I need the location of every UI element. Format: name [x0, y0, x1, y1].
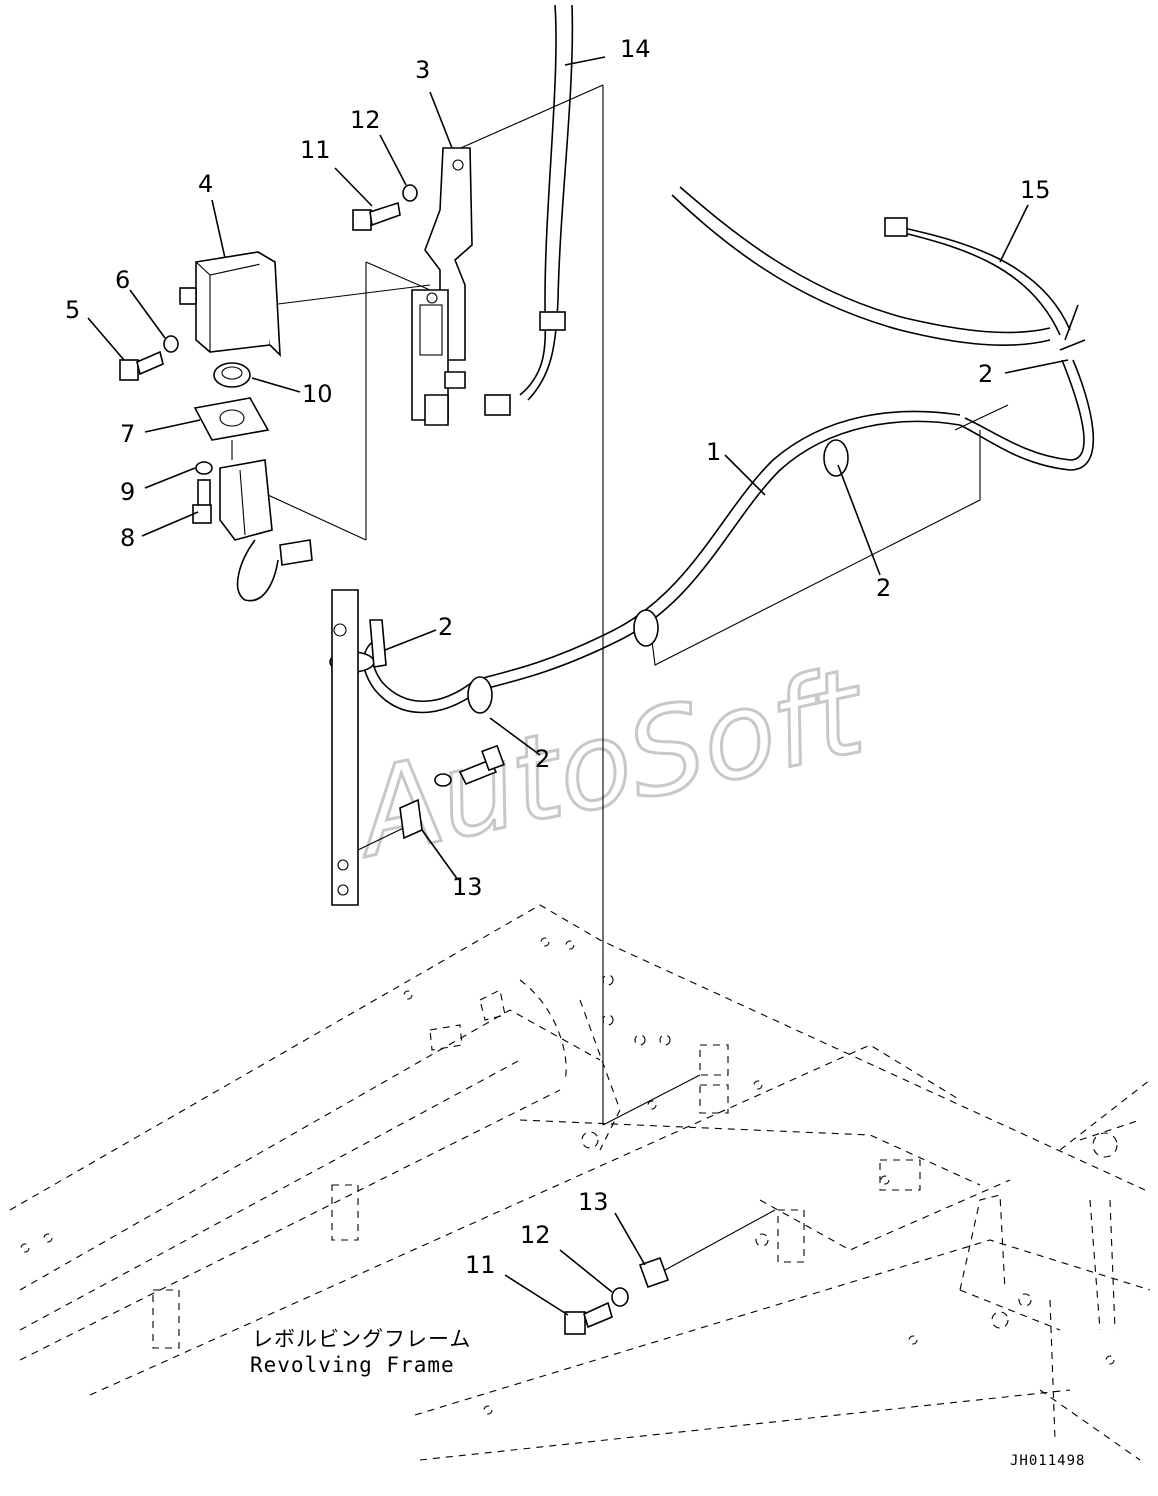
- drawing-code: JH011498: [1010, 1453, 1085, 1469]
- callout-7: 7: [120, 420, 135, 448]
- leader-lines: [87, 56, 1069, 1316]
- callout-10: 10: [302, 380, 333, 408]
- switch-assembly: [219, 440, 313, 602]
- frame-label-japanese: レボルビングフレーム: [252, 1327, 471, 1351]
- reference-lines: [267, 84, 776, 1271]
- harness-1: [329, 404, 1009, 714]
- callout-2-right: 2: [978, 360, 993, 388]
- callout-11-upper: 11: [300, 136, 331, 164]
- bracket-3: [411, 147, 473, 426]
- callout-12-lower: 12: [520, 1221, 551, 1249]
- watermark: AutoSoft: [341, 642, 878, 885]
- callout-9: 9: [120, 478, 135, 506]
- frame-label-english: Revolving Frame: [250, 1353, 455, 1377]
- revolving-frame: [9, 904, 1151, 1461]
- callout-11-lower: 11: [465, 1251, 496, 1279]
- callout-15: 15: [1020, 176, 1051, 204]
- harness-14: [484, 4, 574, 416]
- bolt-8: [192, 461, 213, 524]
- callout-labels: 14 3 12 11 4 6 5 10 7 9 8 15 2 1 2 2 2 1…: [65, 35, 1051, 1279]
- callout-2-left: 2: [438, 613, 453, 641]
- callout-3: 3: [415, 56, 430, 84]
- harness-15: [671, 186, 1095, 471]
- bolt-5: [119, 335, 179, 381]
- callout-12-upper: 12: [350, 106, 381, 134]
- grommet-10: [213, 362, 251, 388]
- callout-13-lower: 13: [578, 1188, 609, 1216]
- frame-label: レボルビングフレーム Revolving Frame: [250, 1327, 471, 1377]
- callout-2-lower: 2: [535, 745, 550, 773]
- callout-8: 8: [120, 524, 135, 552]
- bolt-11-lower: [564, 1256, 670, 1335]
- callout-14: 14: [620, 35, 651, 63]
- callout-6: 6: [115, 266, 130, 294]
- solenoid-4: [179, 251, 281, 358]
- bolt-11-upper: [352, 184, 418, 231]
- callout-13-upper: 13: [452, 873, 483, 901]
- callout-1: 1: [706, 438, 721, 466]
- vertical-plate: [331, 589, 505, 906]
- plate-7: [193, 397, 270, 441]
- callout-2-middle: 2: [876, 574, 891, 602]
- callout-4: 4: [198, 170, 213, 198]
- callout-5: 5: [65, 296, 80, 324]
